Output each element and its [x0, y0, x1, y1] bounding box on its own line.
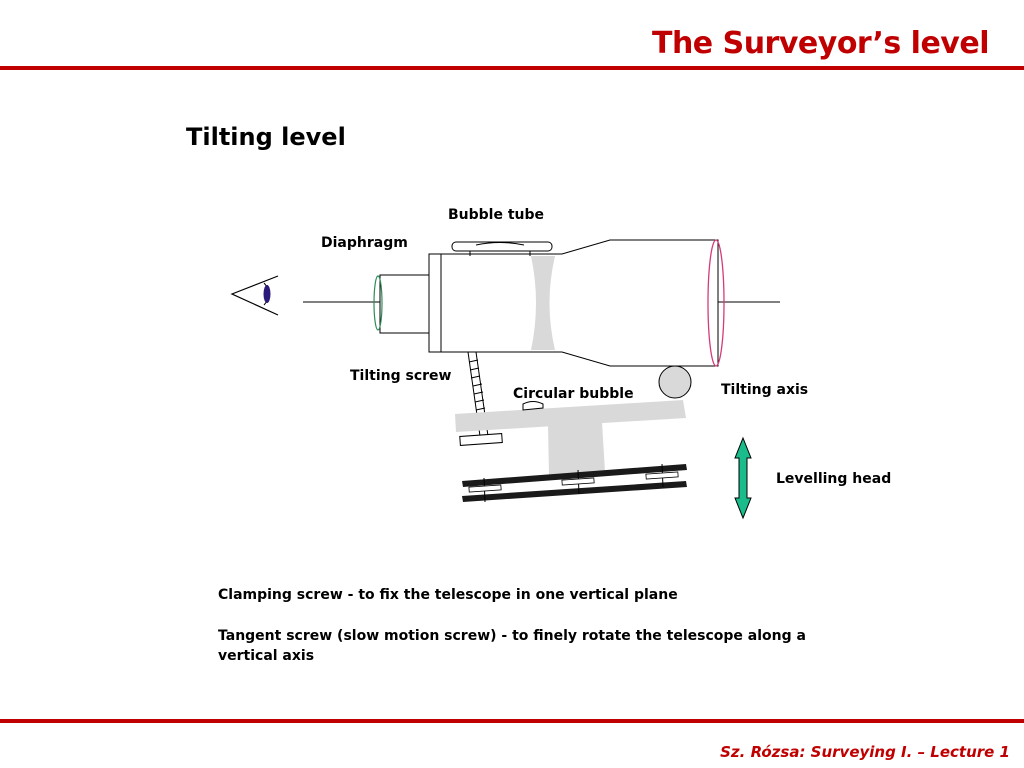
label-circular-bubble: Circular bubble: [513, 386, 634, 402]
vertical-axis-column: [548, 422, 605, 475]
levelling-head-icon: [462, 463, 687, 503]
note-clamping-screw: Clamping screw - to fix the telescope in…: [218, 587, 678, 603]
pupil: [263, 285, 271, 303]
notes: Clamping screw - to fix the telescope in…: [218, 585, 818, 666]
section-heading: Tilting level: [186, 123, 346, 151]
telescope-body: [428, 239, 719, 367]
footer-credit: Sz. Rózsa: Surveying I. – Lecture 1: [720, 743, 1010, 761]
label-levelling-head: Levelling head: [776, 471, 892, 487]
label-diaphragm: Diaphragm: [321, 235, 408, 251]
double-arrow-icon: [734, 436, 752, 520]
footer-rule: [0, 719, 1024, 723]
focusing-lens: [531, 256, 555, 350]
eyepiece-lens: [373, 275, 383, 331]
label-tilting-axis: Tilting axis: [721, 382, 809, 398]
eyepiece-tube: [379, 274, 439, 334]
upper-plate: [455, 400, 686, 432]
bubble-tube-icon: [451, 241, 553, 256]
slide-title: The Surveyor’s level: [651, 26, 990, 61]
tilting-axis-icon: [658, 365, 692, 399]
header-rule: [0, 66, 1024, 70]
objective-lens: [707, 239, 725, 367]
note-tangent-screw: Tangent screw (slow motion screw) - to f…: [218, 628, 806, 664]
eye-icon: [230, 275, 279, 316]
label-bubble-tube: Bubble tube: [448, 207, 545, 223]
circular-bubble-icon: [522, 401, 544, 411]
tilting-screw-icon: [459, 351, 503, 446]
label-tilting-screw: Tilting screw: [350, 368, 452, 384]
